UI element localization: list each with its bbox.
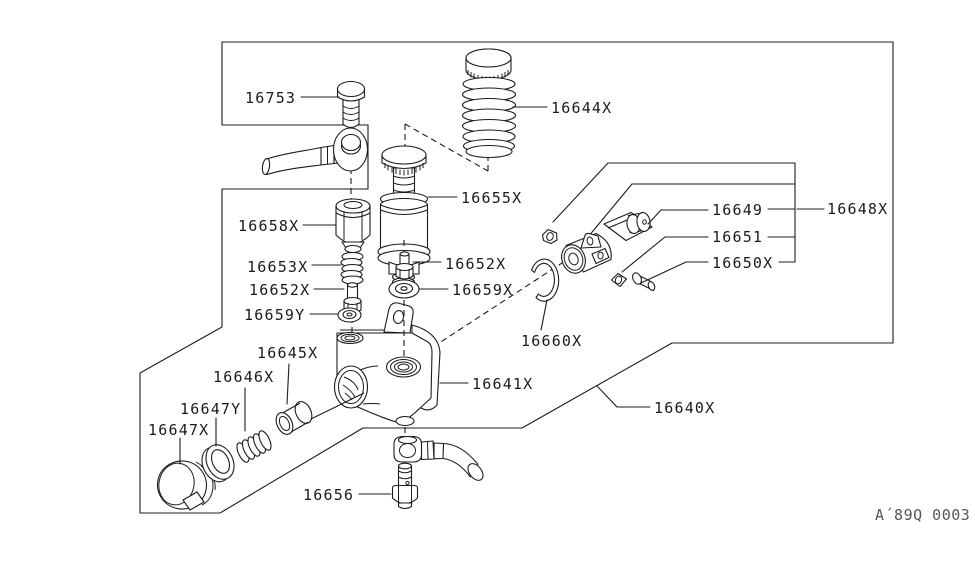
part-bolt-16753 — [336, 80, 366, 129]
watermark-code: A´89Q 0003 — [875, 506, 970, 524]
part-label-16753: 16753 — [245, 89, 296, 107]
part-label-16647x: 16647X — [148, 421, 209, 439]
part-seal-16647y — [201, 444, 235, 483]
part-label-16650x: 16650X — [712, 254, 773, 272]
part-connector-16658x — [335, 198, 371, 254]
part-hose-upper — [261, 127, 369, 176]
leader-lines — [179, 96, 825, 495]
part-label-16652x-left: 16652X — [249, 281, 310, 299]
part-label-16651: 16651 — [712, 228, 763, 246]
part-washer-16659x — [388, 279, 420, 299]
part-label-16658x: 16658X — [238, 217, 299, 235]
part-hose-lower — [393, 435, 484, 481]
callout-boundary — [139, 41, 894, 514]
part-banjo-bolt-16656 — [391, 462, 419, 510]
part-snap-ring-16660x — [530, 258, 560, 302]
part-washer-16659y — [337, 307, 362, 323]
part-label-16653x: 16653X — [247, 258, 308, 276]
part-label-16655x: 16655X — [461, 189, 522, 207]
part-body-16641x — [333, 302, 441, 427]
part-label-16660x: 16660X — [521, 332, 582, 350]
part-label-16648x: 16648X — [827, 200, 888, 218]
axis-sleeve-to-boss — [310, 392, 365, 420]
part-label-16656: 16656 — [303, 486, 354, 504]
part-label-16647y: 16647Y — [180, 400, 241, 418]
part-spring-16653x — [340, 251, 364, 285]
part-label-16645x: 16645X — [257, 344, 318, 362]
part-labels: 16753 16644X 16655X 16658X 16653X 16652X… — [148, 89, 888, 504]
part-label-16641x: 16641X — [472, 375, 533, 393]
part-label-16644x: 16644X — [551, 99, 612, 117]
bracket-callout-lines — [552, 162, 796, 263]
part-label-16659x: 16659X — [452, 281, 513, 299]
part-label-16659y: 16659Y — [244, 306, 305, 324]
part-label-16640x: 16640X — [654, 399, 715, 417]
part-label-16649: 16649 — [712, 201, 763, 219]
part-bolt-16652x-right — [395, 251, 414, 280]
part-label-16646x: 16646X — [213, 368, 274, 386]
part-plug-16647x — [156, 460, 216, 511]
part-label-16652x-right: 16652X — [445, 255, 506, 273]
part-spring-16646x — [236, 430, 272, 463]
part-sleeve-16645x — [275, 401, 313, 435]
part-filter-16644x — [461, 48, 517, 159]
part-bracket-assembly-16648x — [541, 211, 656, 292]
